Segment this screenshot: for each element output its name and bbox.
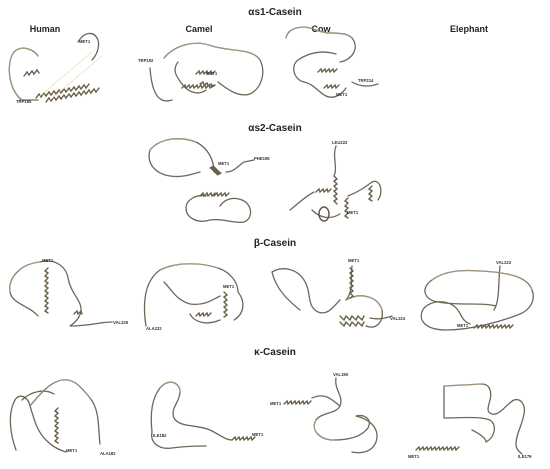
residue-label: VAL224: [390, 316, 406, 321]
residue-label: MET1: [347, 210, 359, 215]
residue-label: TRP214: [358, 78, 374, 83]
residue-label: MET1: [223, 284, 235, 289]
column-header-elephant: Elephant: [450, 24, 488, 34]
helix-group: [348, 267, 355, 299]
residue-label: VAL223: [496, 260, 512, 265]
chain-loop: [289, 145, 382, 219]
column-header-human: Human: [30, 24, 61, 34]
residue-label: MET1: [218, 161, 230, 166]
structure-kappa-camel: ILE182 MET1: [150, 381, 264, 449]
structure-beta-cow: MET1 VAL224: [271, 258, 406, 328]
helix-group: [23, 51, 103, 103]
residue-label: MET1: [408, 454, 420, 459]
helix-group: [231, 435, 256, 442]
helix-group: [199, 165, 230, 198]
chain-loop: [311, 377, 378, 454]
chain-loop: [9, 260, 113, 327]
helix-group: [181, 69, 216, 90]
structure-as2-cow: LEU222 MET1: [289, 140, 382, 222]
chain-loop: [443, 383, 526, 455]
residue-label: MET1: [270, 401, 282, 406]
chain-loop: [148, 138, 255, 224]
residue-label: MET1: [348, 258, 360, 263]
chain-loop: [143, 263, 244, 327]
helix-group: [317, 67, 340, 90]
structure-as2-camel: MET1 PHE195: [148, 138, 270, 224]
residue-label: TRP192: [138, 58, 154, 63]
column-header-camel: Camel: [185, 24, 212, 34]
structure-as1-cow: TRP214 MET1: [285, 26, 379, 98]
residue-label: ALA182: [100, 451, 116, 456]
residue-label: MET1: [66, 448, 78, 453]
residue-label: TRP185: [16, 99, 32, 104]
section-title-as1-casein: αs1-Casein: [248, 7, 301, 18]
structure-kappa-cow: MET1 VAL190: [270, 372, 378, 454]
residue-label: VAL190: [333, 372, 349, 377]
residue-label: MET1: [42, 258, 54, 263]
structure-beta-elephant: VAL223 MET1: [420, 260, 534, 331]
helix-group: [315, 175, 374, 219]
structure-beta-camel: ALA232 MET1: [143, 263, 244, 331]
chain-loop: [271, 265, 393, 328]
helix-group: [53, 407, 60, 444]
structure-as1-camel: TRP192 MET1: [138, 42, 264, 102]
helix-group: [43, 267, 83, 316]
residue-label: MET1: [457, 323, 469, 328]
column-header-cow: Cow: [312, 24, 332, 34]
residue-label: ALA232: [146, 326, 162, 331]
structure-kappa-human: MET1 ALA182: [9, 379, 116, 456]
section-title-kappa-casein: κ-Casein: [254, 347, 296, 358]
residue-label: MET1: [206, 71, 218, 76]
residue-label: MET1: [79, 39, 91, 44]
residue-label: LEU222: [332, 140, 348, 145]
residue-label: MET1: [336, 92, 348, 97]
section-title-as2-casein: αs2-Casein: [248, 123, 301, 134]
section-title-beta-casein: β-Casein: [254, 238, 296, 249]
chain-loop: [150, 381, 233, 449]
chain-loop: [420, 265, 534, 331]
structure-beta-human: MET1 VAL226: [9, 258, 129, 327]
helix-group: [195, 291, 229, 318]
residue-label: VAL226: [113, 320, 129, 325]
structure-as1-human: MET1 TRP185: [8, 32, 103, 104]
helix-group: [415, 445, 460, 452]
structure-kappa-elephant: MET1 ILE179: [408, 383, 532, 459]
helix-group: [473, 323, 514, 330]
residue-label: PHE195: [254, 156, 270, 161]
residue-label: ILE182: [153, 433, 167, 438]
residue-label: MET1: [252, 432, 264, 437]
helix-barrel: [318, 206, 330, 222]
helix-barrel: [339, 314, 365, 328]
residue-label: ILE179: [518, 454, 532, 459]
helix-group: [283, 399, 312, 406]
